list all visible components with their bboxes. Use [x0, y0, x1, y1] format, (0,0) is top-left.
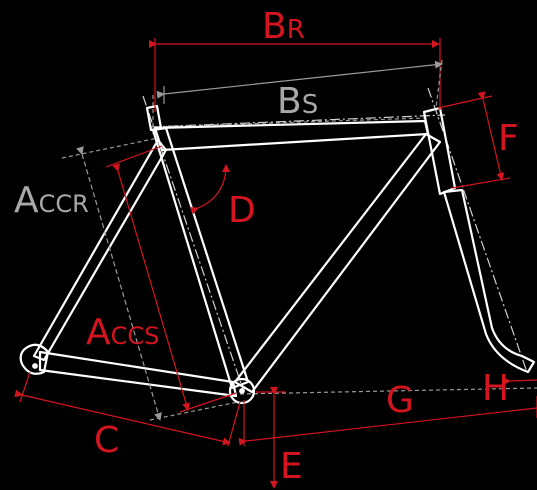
label-d: D [228, 190, 256, 231]
label-g: G [386, 380, 414, 421]
label-c: C [94, 420, 119, 461]
bb-horizontal-line [239, 387, 537, 395]
accr-ext-top [61, 137, 159, 159]
top-horizontal-line [149, 117, 426, 128]
bs-dim-line [156, 60, 443, 99]
accs-ext-top [105, 145, 163, 168]
accs-ext-bottom [179, 392, 237, 413]
c-ext-right [227, 401, 241, 447]
f-dim-line [477, 91, 505, 181]
down-tube [233, 132, 442, 394]
c-ext-left [19, 371, 31, 403]
h-dim-line [502, 377, 537, 386]
label-accr: ACCR [14, 180, 89, 221]
label-h: H [482, 368, 509, 409]
label-bs: BS [277, 81, 318, 122]
gray-dimensions [61, 59, 443, 421]
rear-dropout [19, 343, 50, 375]
bb-center [239, 388, 245, 394]
seat-stay [32, 138, 168, 362]
c-dim-line [14, 389, 231, 446]
label-br: BR [262, 6, 305, 47]
seat-tube [151, 126, 250, 390]
label-f: F [498, 118, 519, 159]
rear-axle [32, 363, 38, 369]
head-tube [422, 106, 457, 196]
seat-tube-centerline [142, 95, 245, 393]
label-accs: ACCS [86, 312, 159, 353]
fork [442, 188, 536, 374]
d-angle-arc [189, 164, 230, 215]
g-dim-line [238, 407, 537, 446]
label-e: E [280, 446, 303, 487]
bs-ext-right [435, 59, 443, 109]
dimension-labels: BR BS F ACCR D ACCS C G H E [14, 6, 519, 487]
accr-ext-bottom [149, 401, 239, 421]
accr-dim-line [76, 146, 162, 421]
chain-stay [38, 350, 238, 398]
